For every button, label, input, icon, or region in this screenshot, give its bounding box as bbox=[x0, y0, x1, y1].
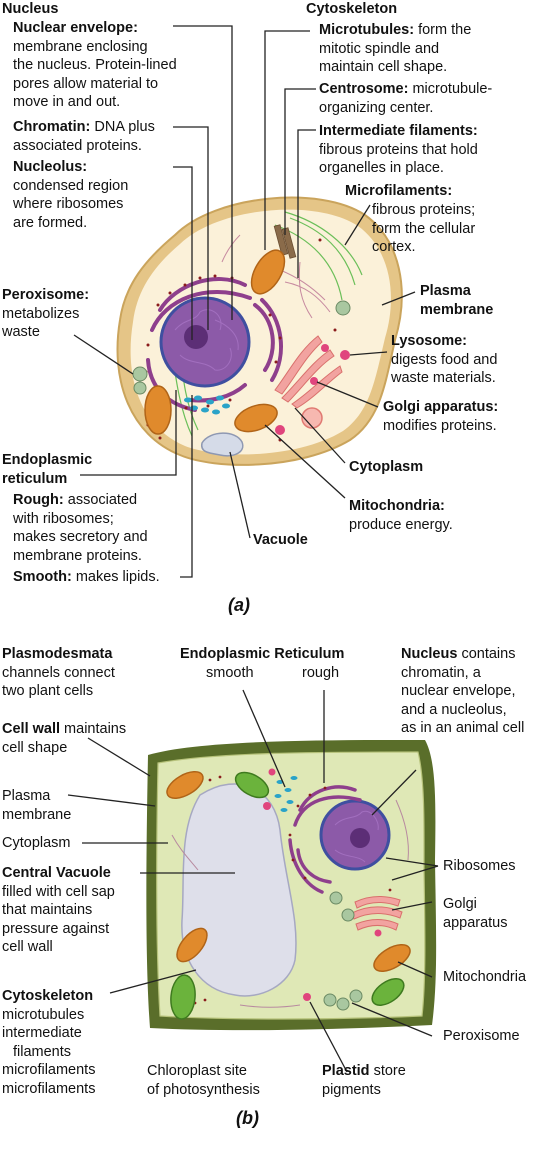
cytoskeleton-heading: Cytoskeleton bbox=[306, 1, 398, 17]
plastids bbox=[263, 768, 382, 1001]
plant-plasma-membrane-label: Plasma membrane bbox=[2, 788, 72, 823]
nucleolus bbox=[184, 325, 208, 349]
peroxisomes-animal bbox=[132, 300, 351, 395]
microfilaments-desc: fibrous proteins; form the cellular cort… bbox=[372, 202, 476, 255]
leader-lines-a bbox=[73, 25, 416, 578]
plasmodesmata-label: Plasmodesmata channels connect two plant… bbox=[2, 646, 115, 699]
plant-mitochondria bbox=[166, 771, 411, 972]
nucleolus-label: Nucleolus: condensed region where riboso… bbox=[13, 159, 129, 231]
chloroplast-label: Chloroplast site of photosynthesis bbox=[147, 1063, 260, 1098]
panel-b-marker: (b) bbox=[236, 1108, 259, 1128]
cell-wall-label: Cell wall maintains cell shape bbox=[2, 721, 127, 756]
plastid-label: Plastid store pigments bbox=[322, 1063, 406, 1098]
lysosome-label: Lysosome: digests food and waste materia… bbox=[391, 333, 498, 386]
chromatin-label: Chromatin: DNA plus associated proteins. bbox=[13, 119, 155, 154]
cytoplasm-label: Cytoplasm bbox=[349, 459, 424, 475]
rough-er-label: Rough: associated with ribosomes; makes … bbox=[13, 492, 148, 564]
plant-nucleolus bbox=[350, 828, 370, 848]
peroxisome-label: Peroxisome: metabolizes waste bbox=[2, 287, 90, 340]
animal-cell bbox=[116, 196, 403, 466]
nuclear-envelope-label: Nuclear envelope: membrane enclosing the… bbox=[13, 20, 177, 110]
intermediate-filaments bbox=[221, 234, 331, 319]
smooth-er-label: Smooth: makes lipids. bbox=[13, 569, 160, 585]
plant-peroxisomes bbox=[323, 891, 363, 1011]
chromatin bbox=[174, 309, 239, 371]
chloroplasts bbox=[170, 771, 405, 1020]
rough-er bbox=[146, 277, 284, 412]
central-vacuole-label: Central Vacuole filled with cell sap tha… bbox=[2, 865, 115, 955]
mitochondria-label: Mitochondria: produce energy. bbox=[349, 498, 453, 533]
plant-chromatin bbox=[334, 810, 379, 863]
plant-cytoskeleton bbox=[171, 799, 409, 1008]
plant-cell bbox=[146, 740, 437, 1031]
plant-smooth-er-label: smooth bbox=[206, 665, 254, 681]
intermediate-filaments-label: Intermediate filaments: fibrous proteins… bbox=[319, 123, 478, 176]
vacuole-label: Vacuole bbox=[253, 532, 308, 548]
golgi-animal bbox=[274, 335, 343, 409]
vesicle bbox=[301, 407, 323, 429]
plant-rough-er bbox=[288, 785, 362, 894]
microtubules-label: Microtubules: form the mitotic spindle a… bbox=[319, 22, 472, 75]
plant-peroxisome-label: Peroxisome bbox=[443, 1028, 520, 1044]
panel-a-marker: (a) bbox=[228, 595, 250, 615]
lysosomes bbox=[275, 344, 350, 435]
plant-cytoskeleton-label: Cytoskeleton microtubules intermediate f… bbox=[2, 988, 96, 1097]
centrosome-label: Centrosome: microtubule- organizing cent… bbox=[319, 81, 493, 116]
plasma-membrane-label: Plasma membrane bbox=[420, 283, 494, 318]
plant-nucleus-label: Nucleus contains chromatin, a nuclear en… bbox=[401, 646, 525, 736]
plant-mitochondria-label: Mitochondria bbox=[443, 969, 527, 985]
plant-cytoplasm-label: Cytoplasm bbox=[2, 835, 71, 851]
plant-rough-er-label: rough bbox=[302, 665, 340, 681]
er-heading: Endoplasmic reticulum bbox=[2, 452, 93, 487]
nucleus-heading: Nucleus bbox=[2, 1, 59, 17]
golgi-label: Golgi apparatus: modifies proteins. bbox=[383, 399, 499, 434]
animal-cytoplasm bbox=[130, 209, 391, 455]
ribosomes-label: Ribosomes bbox=[443, 858, 516, 874]
plant-er-heading: Endoplasmic Reticulum bbox=[180, 646, 345, 662]
plant-golgi bbox=[351, 896, 403, 931]
mitochondria-animal bbox=[144, 249, 286, 435]
vacuole-animal bbox=[200, 432, 244, 457]
leader-lines-b bbox=[67, 689, 439, 1073]
central-vacuole bbox=[181, 783, 297, 997]
microfilaments-label: Microfilaments: bbox=[345, 183, 453, 199]
plant-golgi-label: Golgi apparatus bbox=[443, 896, 508, 931]
